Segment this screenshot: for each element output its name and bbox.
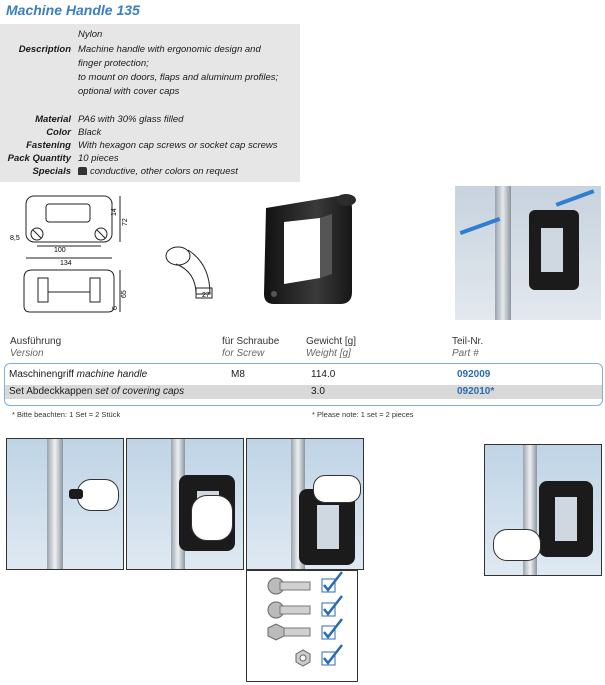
dim-27: 27 [202,292,210,299]
note-german: * Bitte beachten: 1 Set = 2 Stück [12,410,121,419]
checkbox-icon [321,602,336,617]
conductive-icon [78,167,87,175]
hand-icon [313,475,361,503]
arrow-right-icon [555,189,595,207]
spec-key: Description [18,44,71,55]
header-weight: Gewicht [g]Weight [g] [306,336,357,359]
mounted-handle-photo [455,186,601,320]
nut-icon [295,649,311,667]
hand-icon [77,479,119,511]
top-view-drawing [25,195,121,259]
spec-key: Material [35,114,71,125]
check-icon [323,644,343,666]
dim-134: 134 [60,260,72,267]
side-profile-drawing [165,246,213,299]
spec-key: Fastening [26,140,71,151]
handle-product-photo [264,194,356,304]
check-icon [323,595,343,617]
dim-8-5: 8,5 [10,235,20,242]
screw-options-panel [246,570,358,682]
spec-value: Machine handle with ergonomic design and [78,44,261,55]
spec-block: Nylon Description Machine handle with er… [0,24,300,182]
checkbox-icon [321,625,336,640]
specials-text: conductive, other colors on request [90,166,238,177]
parts-table: Maschinengriff machine handle M8 114.0 0… [4,363,603,406]
dim-65: 65 [121,290,128,298]
hand-icon [493,529,541,561]
checkbox-icon [321,651,336,666]
screw-icon [267,601,311,619]
spec-value: conductive, other colors on request [78,165,300,178]
technical-drawing: 100 134 8,5 72 14 65 6 27 [10,195,213,313]
spec-value: With hexagon cap screws or socket cap sc… [78,140,278,151]
table-row: Set Abdeckkappen set of covering caps 3.… [5,385,602,399]
spec-value: finger protection; [78,58,149,69]
spec-value: Black [78,127,102,138]
note-english: * Please note: 1 set = 2 pieces [312,410,414,419]
hand-icon [191,495,233,541]
screw-icon [267,577,311,595]
hex-screw-icon [267,623,311,641]
table-row: Maschinengriff machine handle M8 114.0 0… [9,369,491,380]
spec-value: optional with cover caps [78,86,180,97]
step-3-panel [246,438,364,570]
product-title: Machine Handle 135 [6,2,140,18]
checkbox-icon [321,578,336,593]
spec-key: Color [46,127,71,138]
header-part: Teil-Nr.Part # [452,336,484,359]
spec-value: 10 pieces [78,153,119,164]
spec-key: Specials [32,166,71,177]
dim-100: 100 [54,247,66,254]
spec-key: Pack Quantity [7,153,71,164]
spec-value: to mount on doors, flaps and aluminum pr… [78,72,279,83]
check-icon [323,618,343,640]
front-view-drawing [23,269,121,313]
step-2-panel [126,438,244,570]
cover-cap-icon [69,489,83,499]
dim-72: 72 [122,218,129,226]
dim-14: 14 [111,208,118,216]
step-1-panel [6,438,124,570]
step-4-panel [484,444,602,576]
check-icon [323,571,343,593]
dim-6: 6 [112,306,119,310]
spec-value: PA6 with 30% glass filled [78,114,184,125]
spec-value: Nylon [78,29,103,40]
